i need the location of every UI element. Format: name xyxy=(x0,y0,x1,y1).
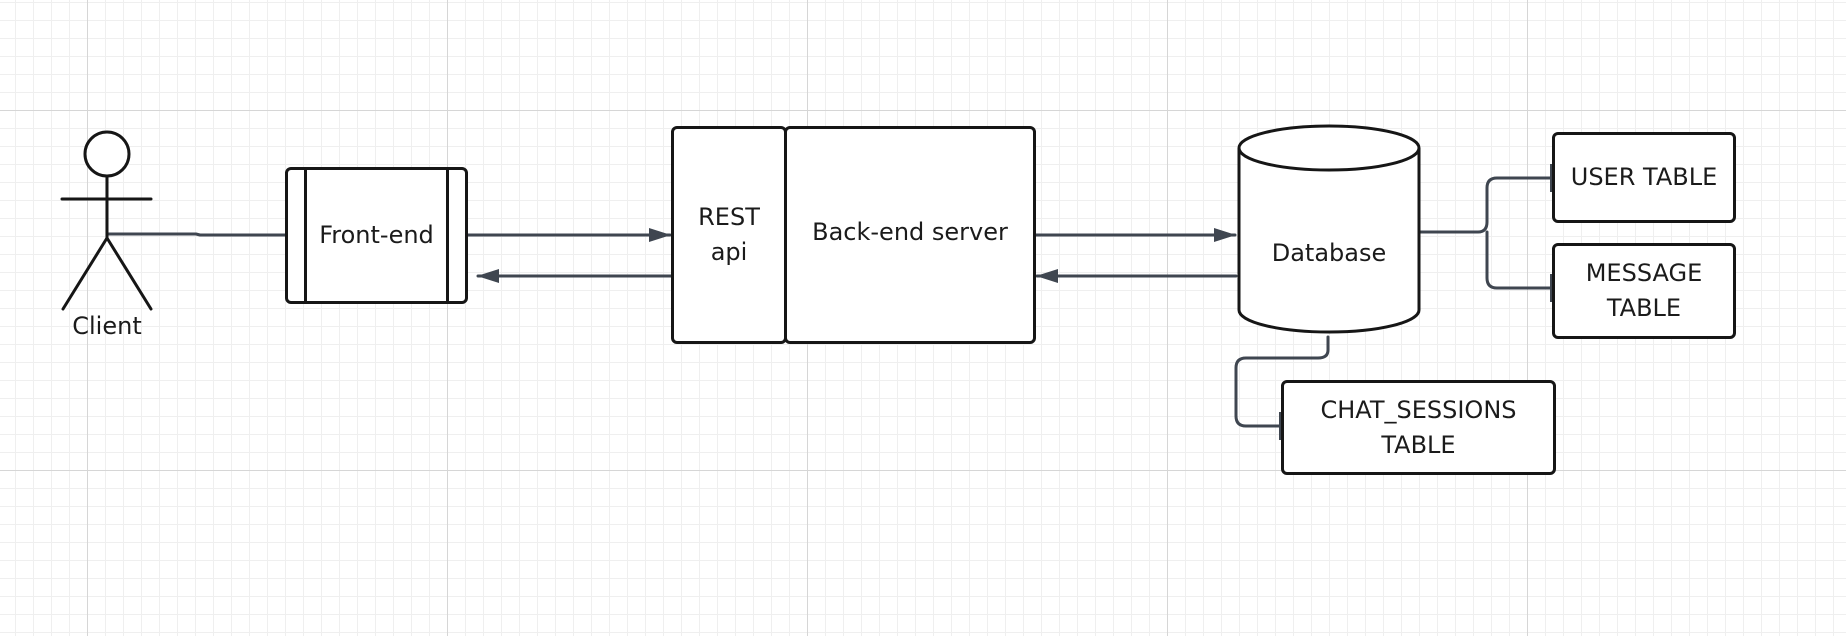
rest-api-node[interactable]: REST api xyxy=(671,126,787,344)
frontend-left-bar xyxy=(304,170,307,301)
message-table-label: MESSAGE TABLE xyxy=(1585,259,1703,322)
message-table-node[interactable]: MESSAGE TABLE xyxy=(1552,243,1736,339)
user-table-node[interactable]: USER TABLE xyxy=(1552,132,1736,223)
frontend-right-bar xyxy=(446,170,449,301)
user-table-label: USER TABLE xyxy=(1570,163,1718,192)
chat-sessions-table-node[interactable]: CHAT_SESSIONS TABLE xyxy=(1281,380,1556,475)
database-label: Database xyxy=(1271,239,1387,267)
frontend-label: Front-end xyxy=(319,221,434,250)
edge-database-message-table[interactable] xyxy=(1485,230,1554,290)
client-actor-icon[interactable] xyxy=(60,130,153,311)
backend-server-node[interactable]: Back-end server xyxy=(784,126,1036,344)
edge-client-frontend[interactable] xyxy=(106,232,287,237)
client-label: Client xyxy=(72,312,142,340)
backend-server-label: Back-end server xyxy=(812,217,1008,246)
database-cylinder[interactable] xyxy=(1237,124,1421,334)
edge-database-chat-sessions-table[interactable] xyxy=(1234,335,1330,428)
chat-sessions-table-label: CHAT_SESSIONS TABLE xyxy=(1320,395,1517,459)
edge-database-user-table[interactable] xyxy=(1417,176,1554,234)
rest-api-label: REST api xyxy=(698,203,760,266)
frontend-node[interactable]: Front-end xyxy=(285,167,468,304)
